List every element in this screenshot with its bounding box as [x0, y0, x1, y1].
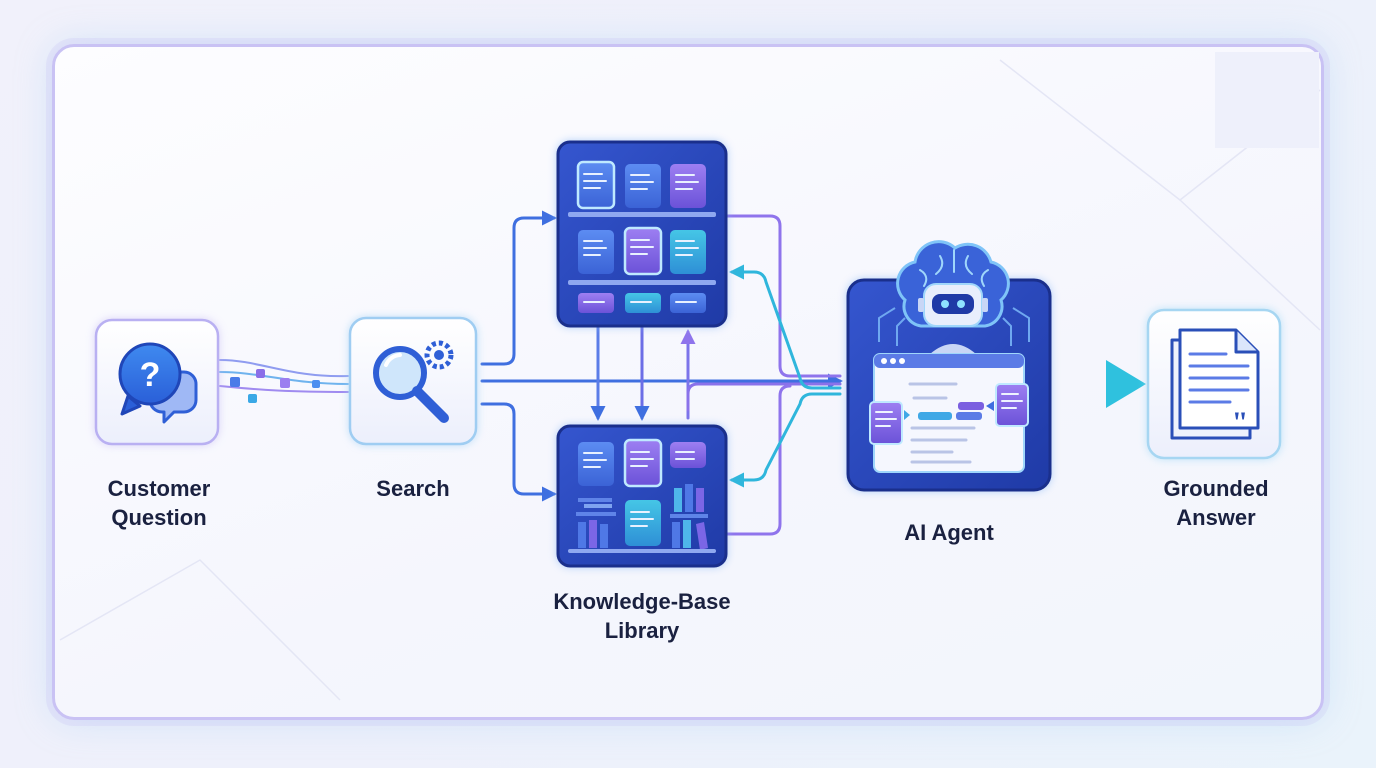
- data-packet: [312, 380, 320, 388]
- output-arrow-head: [1106, 360, 1146, 408]
- agent-browser-window: [869, 353, 1029, 473]
- node-ai-agent: [846, 240, 1052, 492]
- label-knowledge-base-library: Knowledge-Base Library: [553, 589, 731, 643]
- data-packet: [280, 378, 290, 388]
- label-customer-question: Customer Question: [107, 476, 211, 530]
- flow-connectors: [219, 210, 1146, 536]
- document-shelf-icon: [568, 160, 716, 313]
- question-to-search-stream: [219, 359, 349, 403]
- label-ai-agent: AI Agent: [904, 520, 994, 545]
- question-chat-icon: ?: [118, 342, 198, 424]
- node-search: [348, 316, 478, 446]
- data-packet: [248, 394, 257, 403]
- label-search: Search: [376, 476, 450, 501]
- robot-head-icon: [918, 283, 988, 354]
- svg-text:": ": [1232, 406, 1249, 439]
- node-grounded-answer: ": [1146, 308, 1282, 460]
- magnifier-gear-icon: [373, 340, 454, 423]
- robot-brain-icon: [869, 240, 1030, 473]
- node-document-shelf: [556, 140, 728, 328]
- data-packet: [230, 377, 240, 387]
- label-grounded-answer: Grounded Answer: [1163, 476, 1269, 530]
- node-knowledge-base-library: [556, 424, 728, 568]
- quoted-document-icon: ": [1170, 328, 1260, 440]
- data-packet: [256, 369, 265, 378]
- background-decoration: [59, 52, 1321, 701]
- svg-text:?: ?: [140, 356, 161, 394]
- node-customer-question: ?: [94, 318, 220, 446]
- library-books-icon: [568, 438, 716, 553]
